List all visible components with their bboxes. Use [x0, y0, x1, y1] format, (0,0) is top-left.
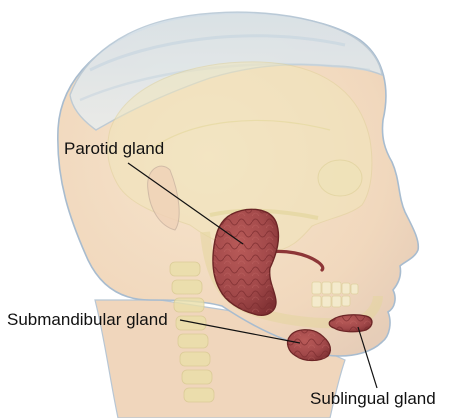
sublingual-leader-line [357, 326, 378, 389]
cervical-spine [169, 261, 215, 403]
parotid-gland-label: Parotid gland [64, 139, 165, 158]
submandibular-gland-label: Submandibular gland [7, 310, 168, 329]
sublingual-gland-label: Sublingual gland [310, 389, 436, 408]
sublingual-gland [328, 314, 373, 333]
parotid-duct [266, 249, 325, 272]
submandibular-leader-line [179, 319, 301, 344]
parotid-leader-line [127, 162, 244, 245]
teeth [311, 281, 359, 308]
parotid-gland [212, 208, 280, 316]
submandibular-gland [286, 329, 332, 362]
